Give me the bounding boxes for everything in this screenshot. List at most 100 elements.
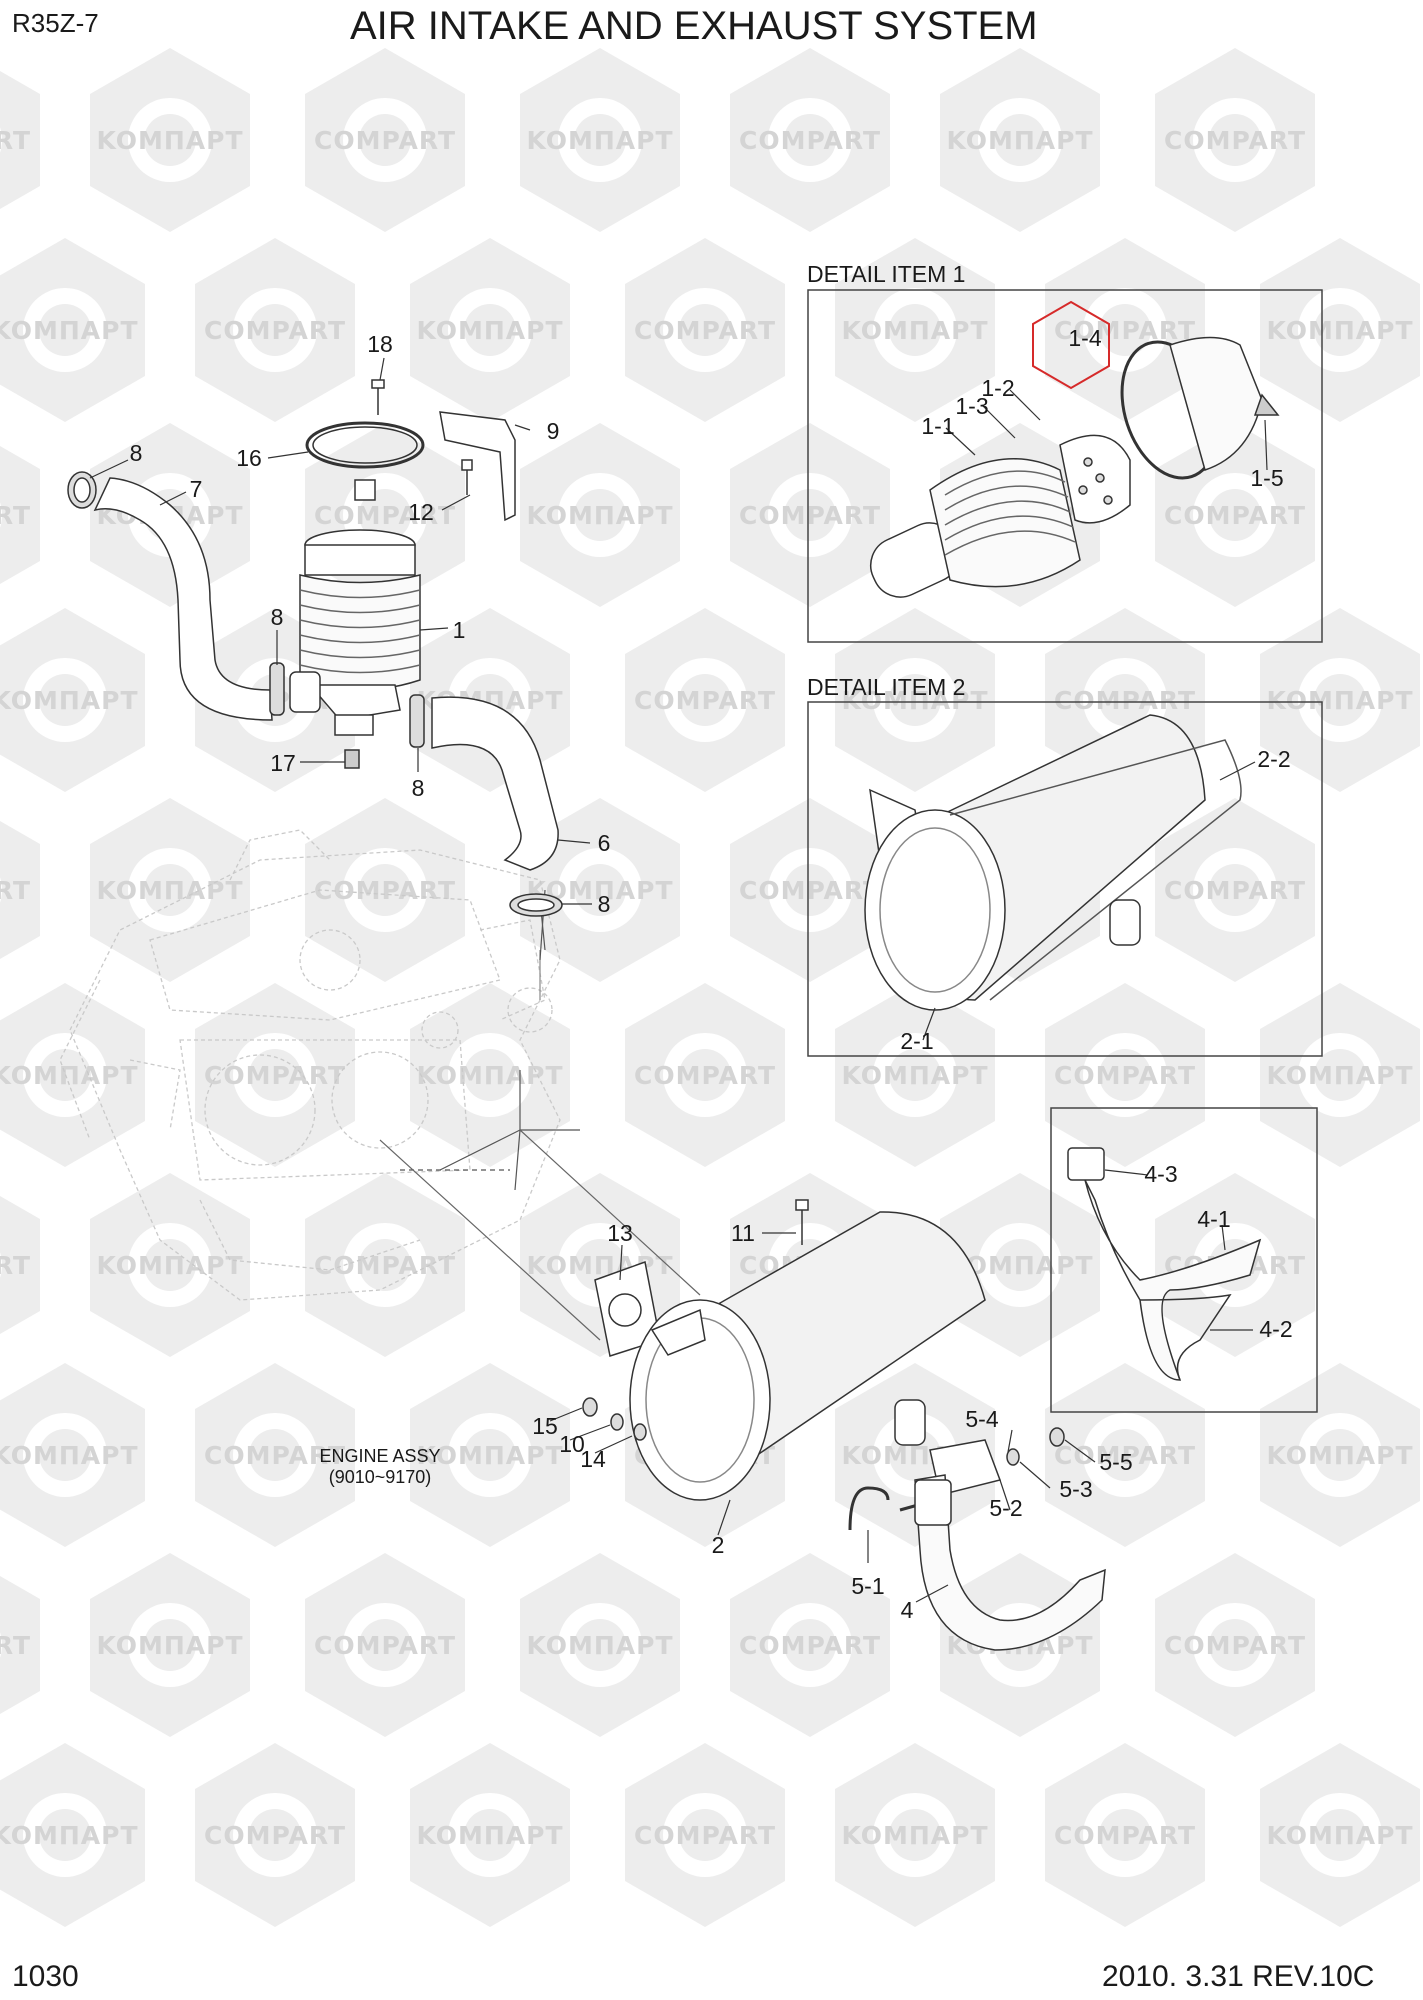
watermark-text: COMPART	[204, 1441, 346, 1470]
callout-1-5: 1-5	[1250, 465, 1284, 491]
watermark-text: COMPART	[1054, 316, 1196, 345]
detail-item-1-drawing	[869, 336, 1280, 598]
watermark-text: COMPART	[314, 1631, 456, 1660]
page-title: AIR INTAKE AND EXHAUST SYSTEM	[350, 4, 1038, 48]
callout-4-2: 4-2	[1259, 1316, 1293, 1342]
watermark-text: COMPART	[314, 126, 456, 155]
watermark-text: COMPART	[739, 501, 881, 530]
watermark-text: COMPART	[314, 876, 456, 905]
watermark-text: KOMΠAPT	[416, 1821, 563, 1850]
callout-1-4: 1-4	[1068, 325, 1102, 351]
watermark-text: KOMΠAPT	[0, 686, 139, 715]
watermark-text: COMPART	[1054, 686, 1196, 715]
callout-16: 16	[236, 445, 262, 471]
watermark-text: KOMΠAPT	[1266, 1441, 1413, 1470]
revision-date: 2010. 3.31 REV.10C	[1102, 1960, 1375, 1993]
callout-5-5: 5-5	[1099, 1449, 1133, 1475]
watermark-text: KOMΠAPT	[526, 501, 673, 530]
callout-13: 13	[607, 1220, 633, 1246]
model-number: R35Z-7	[12, 8, 99, 38]
watermark-text: KOMΠAPT	[526, 1251, 673, 1280]
detail-item-4-box	[1050, 1107, 1318, 1413]
watermark-text: COMPART	[634, 1061, 776, 1090]
callout-7: 7	[189, 476, 203, 502]
watermark-text: COMPART	[739, 876, 881, 905]
watermark-text: KOMΠAPT	[416, 316, 563, 345]
detail-item-2-title: DETAIL ITEM 2	[807, 674, 966, 700]
watermark-text: KOMΠAPT	[0, 1061, 139, 1090]
watermark-text: KOMΠAPT	[946, 126, 1093, 155]
watermark-text: KOMΠAPT	[416, 1061, 563, 1090]
watermark-text: KOMΠAPT	[841, 1061, 988, 1090]
watermark-text: COMPART	[634, 1821, 776, 1850]
page-number: 1030	[12, 1960, 79, 1993]
detail-item-2-drawing	[864, 714, 1242, 1011]
callout-5-4: 5-4	[965, 1406, 999, 1432]
callout-5-3: 5-3	[1059, 1476, 1093, 1502]
watermark-text: COMPART	[314, 501, 456, 530]
callout-10: 10	[559, 1431, 585, 1457]
watermark-text: COMPART	[0, 1251, 31, 1280]
callout-2-1: 2-1	[900, 1028, 934, 1054]
watermark-text: COMPART	[0, 126, 31, 155]
callout-8-bottom: 8	[411, 775, 425, 801]
detail-item-4-drawing	[1067, 1147, 1262, 1381]
watermark-text: KOMΠAPT	[526, 126, 673, 155]
watermark-text: COMPART	[634, 316, 776, 345]
muffler-assembly	[582, 1199, 1106, 1651]
watermark-text: KOMΠAPT	[416, 1441, 563, 1470]
watermark-text: KOMΠAPT	[0, 1821, 139, 1850]
watermark-text: KOMΠAPT	[96, 1251, 243, 1280]
watermark-text: COMPART	[204, 1061, 346, 1090]
watermark-text: COMPART	[314, 1251, 456, 1280]
callout-18: 18	[367, 331, 393, 357]
callout-1-1: 1-1	[921, 413, 955, 439]
callout-6: 6	[597, 830, 611, 856]
callout-4: 4	[900, 1597, 914, 1623]
callout-9: 9	[546, 418, 560, 444]
engine-assy-range: (9010~9170)	[328, 1467, 432, 1487]
watermark-text: KOMΠAPT	[841, 316, 988, 345]
watermark-text: KOMΠAPT	[96, 1631, 243, 1660]
callout-5-1: 5-1	[851, 1573, 885, 1599]
callout-1-3: 1-3	[955, 393, 989, 419]
detail-item-1-box	[807, 289, 1323, 643]
watermark-text: KOMΠAPT	[0, 1441, 139, 1470]
watermark-text: COMPART	[1164, 876, 1306, 905]
watermark-text: COMPART	[1054, 1441, 1196, 1470]
watermark-text: COMPART	[1164, 126, 1306, 155]
watermark-text: COMPART	[739, 1631, 881, 1660]
watermark-text: COMPART	[1054, 1821, 1196, 1850]
watermark-text: KOMΠAPT	[96, 126, 243, 155]
callout-8-lower: 8	[597, 891, 611, 917]
callout-1: 1	[452, 617, 466, 643]
callout-2: 2	[711, 1532, 725, 1558]
watermark-text: COMPART	[0, 876, 31, 905]
callout-leaders	[89, 357, 1268, 1603]
watermark-text: KOMΠAPT	[0, 316, 139, 345]
watermark-text: KOMΠAPT	[1266, 1821, 1413, 1850]
watermark-pattern: COMPART KOMΠAPT COMPART KOMΠAPT COMPART KOMΠA…	[0, 48, 1420, 1927]
watermark-text: COMPART	[1164, 1631, 1306, 1660]
callout-5-2: 5-2	[989, 1495, 1023, 1521]
watermark-text: KOMΠAPT	[96, 876, 243, 905]
callout-8-left: 8	[270, 604, 284, 630]
watermark-text: COMPART	[204, 316, 346, 345]
detail-item-1-title: DETAIL ITEM 1	[807, 261, 966, 287]
watermark-text: COMPART	[1164, 501, 1306, 530]
watermark-text: KOMΠAPT	[526, 1631, 673, 1660]
watermark-text: COMPART	[1054, 1061, 1196, 1090]
callout-17: 17	[270, 750, 296, 776]
callout-14: 14	[580, 1446, 606, 1472]
air-cleaner-assembly	[67, 379, 563, 917]
watermark-text: COMPART	[634, 686, 776, 715]
detail-item-2-box	[807, 701, 1323, 1057]
watermark-text: COMPART	[204, 1821, 346, 1850]
engine-assembly-outline	[59, 829, 561, 1301]
engine-assy-label: ENGINE ASSY	[319, 1446, 441, 1466]
callout-1-2: 1-2	[981, 375, 1015, 401]
watermark-text: KOMΠAPT	[1266, 686, 1413, 715]
callout-1-4-highlight	[1032, 300, 1110, 390]
